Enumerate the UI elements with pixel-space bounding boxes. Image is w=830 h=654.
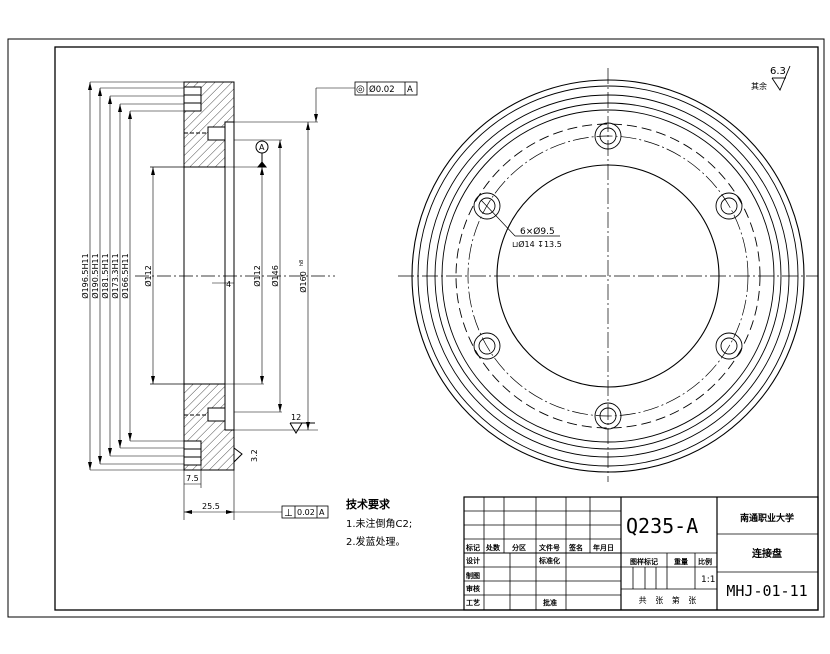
- dim-d13: 3.2: [250, 449, 259, 462]
- dim-d4: Ø173.3H11: [110, 253, 120, 298]
- dim-d12: 25.5: [202, 502, 220, 511]
- section-dimension-labels: Ø196.5H11 Ø190.5H11 Ø181.5H11 Ø173.3H11 …: [80, 143, 308, 511]
- concentricity-frame: ◎ Ø0.02 A: [354, 81, 418, 96]
- datum-a-label: A: [259, 143, 265, 152]
- surface-finish-value: 6.3: [770, 66, 786, 77]
- perpendicularity-datum: A: [319, 508, 325, 517]
- tb-audit: 审核: [466, 584, 480, 593]
- school-name: 南通职业大学: [740, 512, 794, 524]
- concentricity-value: Ø0.02: [369, 84, 395, 95]
- front-view-labels: 6×Ø9.5 ⊔Ø14 ↧13.5: [512, 226, 562, 249]
- perpendicularity-symbol: ⊥: [284, 508, 293, 519]
- outer-border: [7, 38, 825, 618]
- tb-draw: 制图: [466, 571, 480, 580]
- tech-req-item-2: 2.发蓝处理。: [346, 535, 406, 548]
- dim-d14: 12: [291, 413, 301, 422]
- part-name: 连接盘: [752, 547, 782, 560]
- title-block: [463, 496, 819, 611]
- tb-standardize: 标准化: [538, 556, 560, 565]
- perpendicularity-frame: ⊥ 0.02 A: [281, 505, 329, 519]
- scale-value: 1:1: [701, 575, 715, 585]
- tech-req-item-1: 1.未注倒角C2;: [346, 517, 412, 530]
- tb-design: 设计: [466, 556, 480, 565]
- tb-sign: 签名: [568, 543, 583, 552]
- section-view: [88, 81, 355, 520]
- dim-d2: Ø190.5H11: [90, 253, 100, 298]
- surface-finish-symbol: 6.3 其余: [751, 65, 791, 91]
- tb-zone: 分区: [512, 543, 526, 552]
- tech-requirements: 技术要求 1.未注倒角C2; 2.发蓝处理。: [346, 497, 412, 548]
- front-view: [398, 68, 818, 482]
- counterbore-label: ⊔Ø14 ↧13.5: [512, 239, 562, 249]
- dim-d11: 7.5: [186, 474, 199, 483]
- perpendicularity-value: 0.02: [297, 508, 315, 517]
- title-block-text: Q235-A 南通职业大学 连接盘 MHJ-01-11 1:1 共 张 第 张 …: [465, 512, 808, 607]
- material: Q235-A: [626, 514, 698, 538]
- tb-date: 年月日: [593, 543, 614, 552]
- tb-weight: 重量: [674, 557, 688, 566]
- tb-approve: 批准: [543, 598, 557, 607]
- tb-mark: 标记: [465, 543, 480, 552]
- dim-d6: Ø112: [143, 265, 153, 287]
- concentricity-symbol: ◎: [356, 84, 365, 95]
- drawing-number: MHJ-01-11: [726, 582, 807, 600]
- dim-d5: Ø166.5H11: [120, 253, 130, 298]
- tb-count: 处数: [485, 543, 501, 552]
- tb-stage-mark: 图样标记: [630, 557, 658, 566]
- dim-d3: Ø181.5H11: [100, 253, 110, 298]
- inner-border: [54, 46, 819, 611]
- dim-d7: Ø112: [252, 265, 262, 287]
- dim-d1: Ø196.5H11: [80, 253, 90, 298]
- sheet-note: 共 张 第 张: [639, 595, 700, 605]
- dim-d9: Ø160: [298, 271, 308, 293]
- tb-process: 工艺: [466, 598, 480, 607]
- dim-d9-tol: h8: [299, 260, 305, 266]
- concentricity-datum: A: [407, 85, 413, 95]
- tb-ratio: 比例: [698, 557, 712, 566]
- tb-doc-no: 文件号: [539, 543, 560, 552]
- dim-d8: Ø146: [270, 265, 280, 287]
- holes-label: 6×Ø9.5: [520, 226, 555, 237]
- dim-d10: 4: [226, 280, 231, 289]
- tech-req-title: 技术要求: [346, 497, 391, 511]
- surface-finish-label: 其余: [751, 81, 767, 91]
